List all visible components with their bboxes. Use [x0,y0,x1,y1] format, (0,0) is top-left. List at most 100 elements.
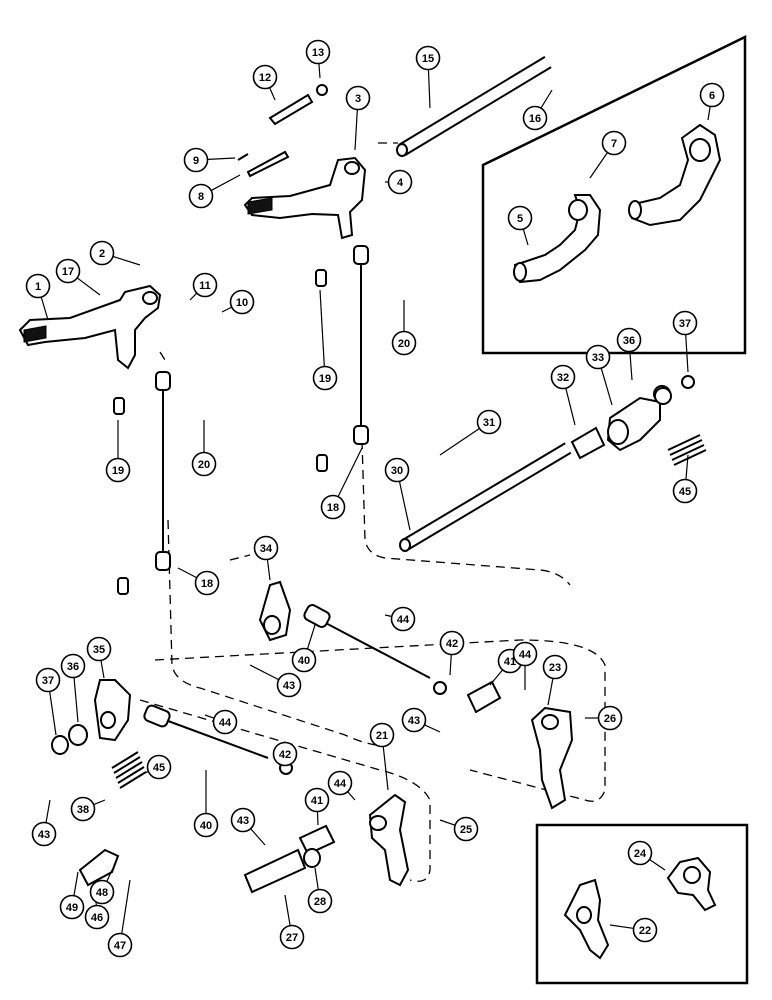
callout-20: 20 [391,300,417,356]
leader-line [398,481,411,531]
callout-label: 24 [634,848,647,860]
callout-circle [672,310,698,336]
callout-36: 36 [60,653,86,723]
callout-circle [585,344,611,370]
callout-label: 7 [611,138,617,150]
callout-10: 10 [221,289,255,315]
callout-circle [550,364,576,390]
small-pins [237,84,328,178]
arm-34 [258,580,292,642]
leader-line [600,368,613,406]
callout-label: 43 [283,680,295,692]
callout-label: 16 [529,113,541,125]
clevis-lower [298,824,336,856]
callout-circle [453,816,479,842]
leader-line [113,256,141,266]
washers [51,387,672,868]
callout-18: 18 [320,447,363,520]
callout-circle [507,205,533,231]
leader-line [609,924,634,929]
callout-label: 43 [408,715,420,727]
callout-19: 19 [312,289,338,391]
callout-label: 45 [153,762,165,774]
callout-label: 3 [355,93,361,105]
callout-48: 48 [89,869,115,905]
callout-1: 1 [25,273,51,321]
leader-line [40,297,49,321]
callout-circle [89,240,115,266]
callout-44: 44 [204,709,238,735]
leader-line [189,293,197,301]
callout-circle [194,570,220,596]
callout-37: 37 [35,667,61,736]
callout-label: 45 [679,486,691,498]
callout-label: 21 [376,730,388,742]
callout-37: 37 [672,310,698,373]
callout-30: 30 [384,457,411,531]
leader-line [424,724,441,733]
callout-20: 20 [191,420,217,477]
callout-label: 26 [604,713,616,725]
callout-label: 6 [709,90,715,102]
leader-line [522,229,529,246]
callout-label: 11 [199,280,211,292]
callout-12: 12 [252,64,278,101]
leader-line [77,277,101,296]
leader-line [93,799,106,806]
callout-circle [253,535,279,561]
leader-line [211,174,241,191]
callout-circle [522,105,548,131]
callout-4: 4 [385,169,413,195]
leader-line [382,746,389,791]
callout-45: 45 [672,454,698,504]
callout-circle [212,709,238,735]
clevis-upper [466,680,502,714]
cross-shaft-upper [396,56,552,157]
callout-circle [25,273,51,299]
leader-line [649,859,666,871]
inset-arm-24 [666,856,717,912]
callout-circle [276,672,302,698]
callout-circle [672,478,698,504]
callout-label: 49 [66,902,78,914]
callout-2: 2 [89,240,141,266]
callout-circle [229,289,255,315]
inset-pedal-6 [628,123,722,227]
leader-line [221,306,232,313]
callout-label: 12 [259,72,271,84]
callout-25: 25 [439,816,479,842]
callout-19: 19 [105,420,131,483]
arm-35 [93,679,132,742]
leader-line [319,289,325,367]
leader-line [266,559,271,581]
callout-13: 13 [305,39,331,79]
callout-circle [193,812,219,838]
callout-3: 3 [345,85,371,151]
assembly-guide-lines [139,142,606,882]
callout-circle [476,409,502,435]
callout-label: 37 [42,675,54,687]
callout-circle [327,770,353,796]
callout-label: 33 [592,352,604,364]
callout-43: 43 [249,664,302,698]
leader-line [589,152,608,179]
callout-circle [279,924,305,950]
plate-46 [78,848,120,887]
leader-line [316,811,319,826]
callout-label: 5 [517,213,523,225]
callout-label: 4 [397,177,404,189]
callout-label: 20 [398,338,410,350]
callout-24: 24 [627,840,666,871]
leader-line [314,867,319,890]
callout-label: 8 [198,191,204,203]
callout-circle [307,888,333,914]
callout-label: 41 [311,795,323,807]
brake-pedal-right [243,156,367,240]
callout-31: 31 [439,409,502,456]
callout-36: 36 [616,327,642,381]
callout-circle [632,917,658,943]
callout-label: 15 [422,53,434,65]
callout-circle [230,807,256,833]
callout-label: 35 [93,644,105,656]
